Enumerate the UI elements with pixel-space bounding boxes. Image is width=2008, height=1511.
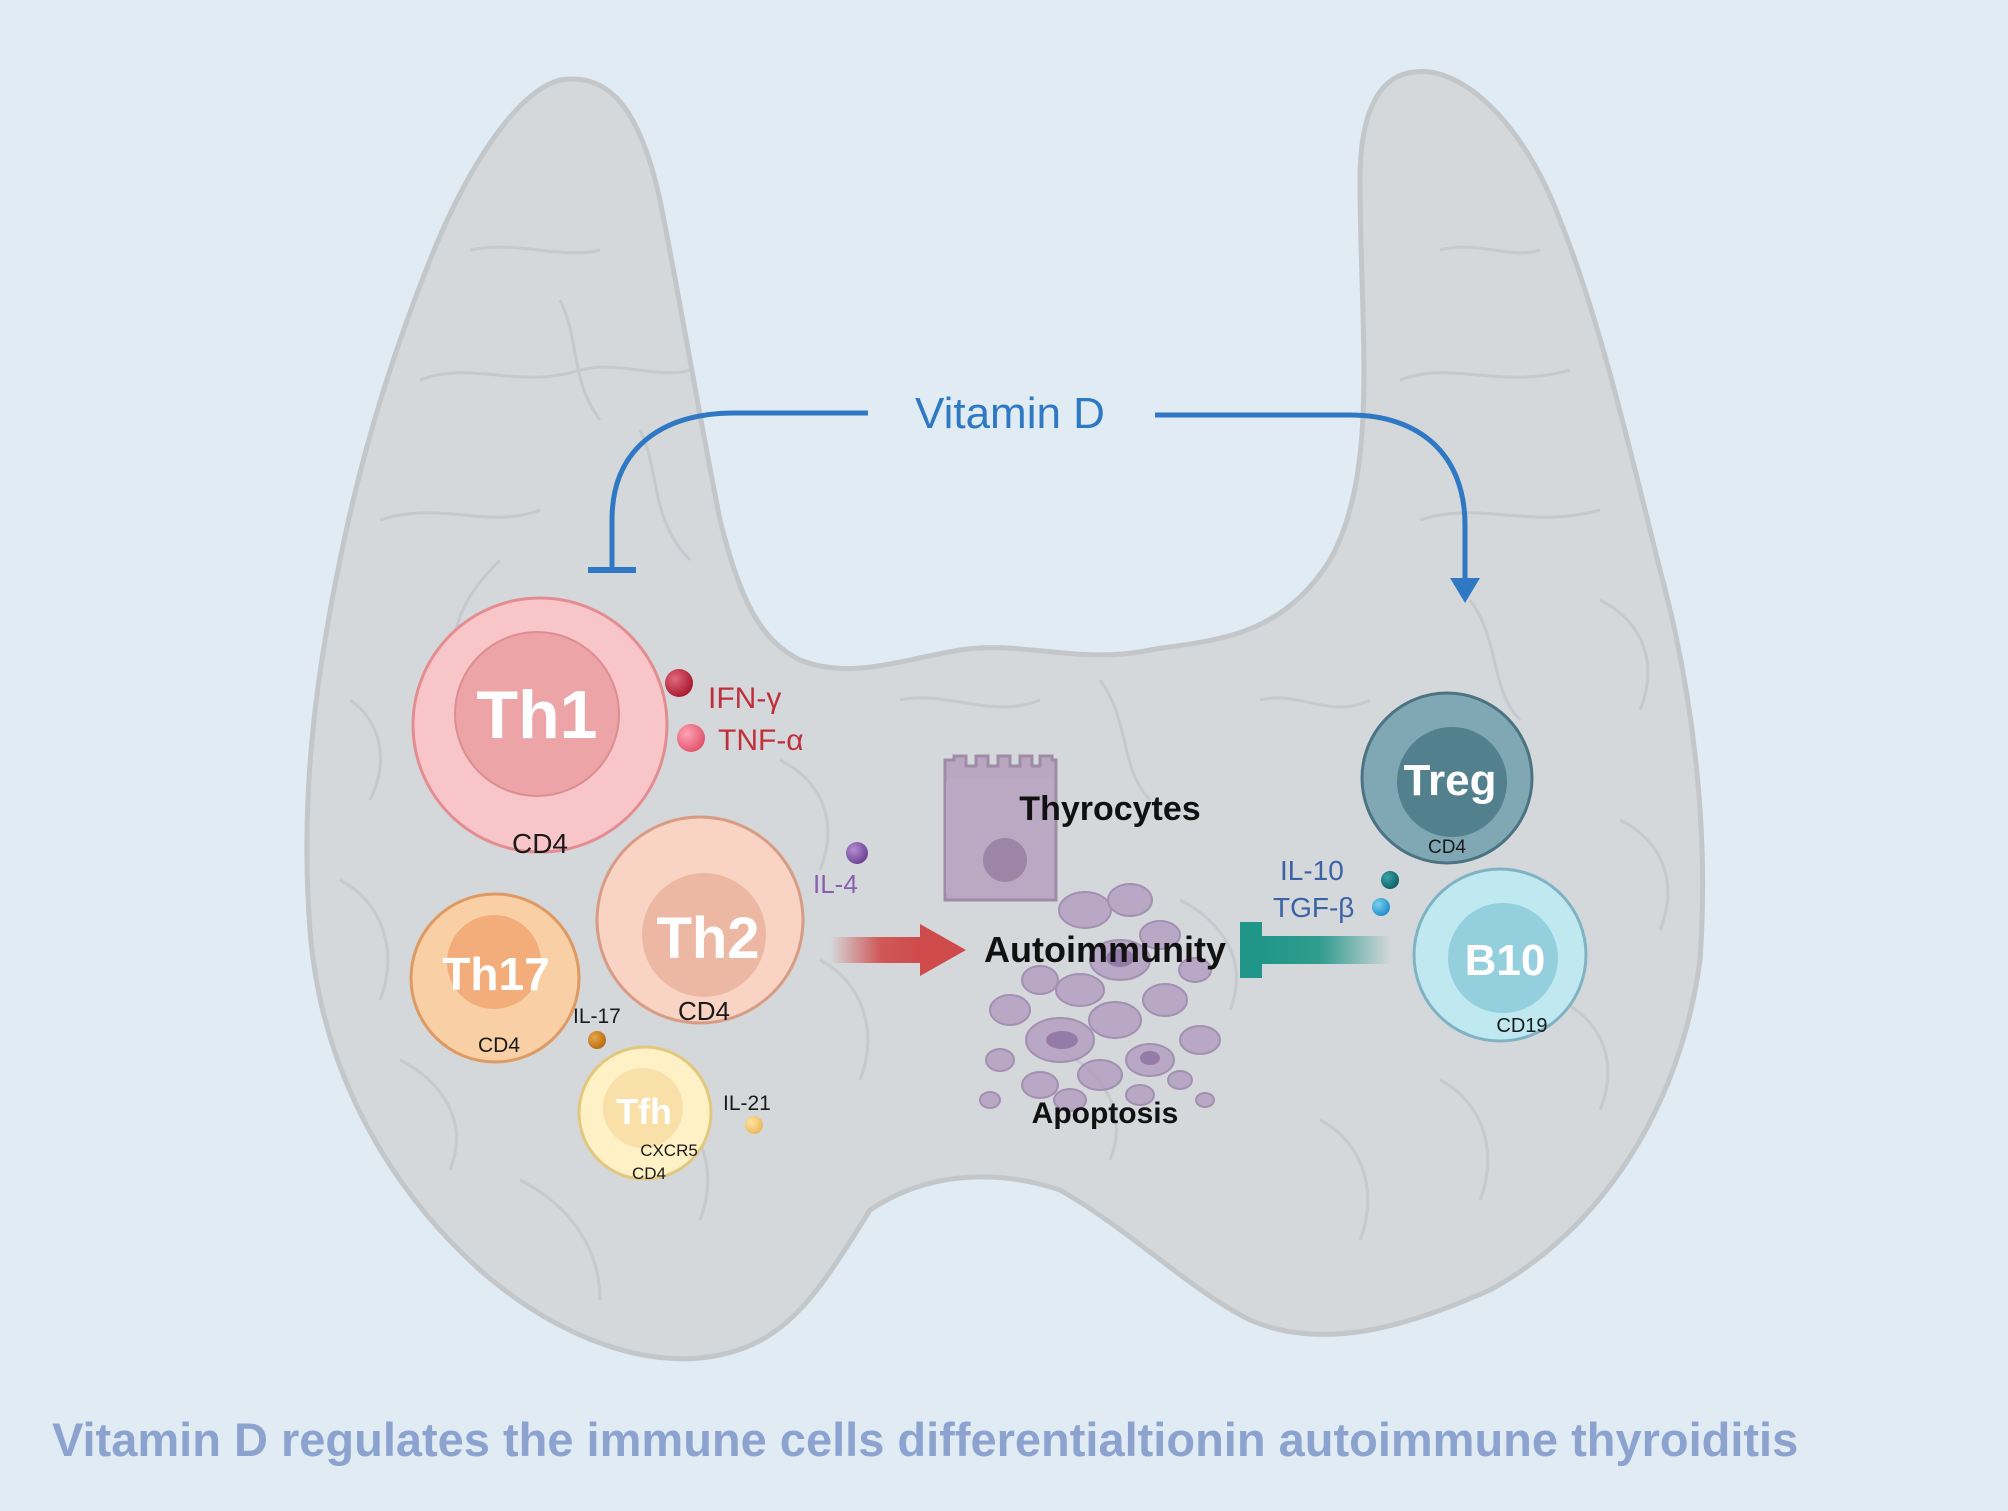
thyrocyte-cell — [943, 754, 1058, 902]
th17-cell: Th17 CD4 — [409, 892, 581, 1064]
il10-dot — [1381, 871, 1399, 889]
tfh-label: Tfh — [616, 1091, 672, 1132]
th17-label: Th17 — [442, 948, 549, 1000]
vitamin-d-inhibit-line — [609, 410, 868, 568]
th1-cell: Th1 CD4 — [411, 596, 669, 859]
th2-cell: Th2 CD4 — [595, 815, 805, 1026]
th2-label: Th2 — [656, 906, 759, 971]
tfh-cell: Tfh CXCR5 CD4 — [577, 1045, 713, 1183]
il4-dot — [846, 842, 868, 864]
tgf-beta-label: TGF-β — [1273, 892, 1354, 923]
ifn-gamma-label: IFN-γ — [708, 682, 781, 715]
tnf-alpha-dot — [677, 724, 705, 752]
b10-label: B10 — [1465, 936, 1546, 985]
apoptosis-dark-blobs — [1046, 949, 1160, 1065]
promote-autoimmunity-arrow — [830, 924, 966, 976]
treg-label: Treg — [1404, 756, 1497, 805]
treg-cell: Treg CD4 — [1360, 691, 1534, 865]
tnf-alpha-label: TNF-α — [718, 724, 804, 757]
autoimmunity-label: Autoimmunity — [984, 929, 1226, 970]
il21-dot — [745, 1116, 763, 1134]
il21-label: IL-21 — [723, 1092, 771, 1115]
inhibit-autoimmunity-arrow — [1240, 922, 1392, 978]
vitamin-d-arrows — [588, 410, 1480, 603]
thyroid-gland-shape — [304, 68, 1706, 1362]
th2-marker: CD4 — [678, 996, 730, 1026]
il17-label: IL-17 — [573, 1005, 621, 1028]
b10-marker: CD19 — [1496, 1015, 1547, 1037]
b10-cell: B10 CD19 — [1412, 867, 1588, 1043]
th1-label: Th1 — [477, 677, 598, 753]
vitamin-d-title: Vitamin D — [915, 389, 1105, 438]
th17-marker: CD4 — [478, 1034, 520, 1057]
figure-caption: Vitamin D regulates the immune cells dif… — [52, 1413, 1799, 1466]
apoptosis-label: Apoptosis — [1032, 1097, 1179, 1130]
tfh-marker-cxcr5: CXCR5 — [640, 1141, 698, 1160]
il17-dot — [588, 1031, 606, 1049]
th1-marker: CD4 — [512, 828, 568, 859]
tgf-beta-dot — [1372, 898, 1390, 916]
tfh-marker-cd4: CD4 — [632, 1164, 666, 1183]
thyrocytes-label: Thyrocytes — [1019, 790, 1200, 828]
apoptosis-cluster — [979, 883, 1221, 1112]
il4-label: IL-4 — [813, 869, 858, 899]
treg-marker: CD4 — [1428, 837, 1466, 858]
vitamin-d-arrowhead — [1450, 578, 1480, 603]
ifn-gamma-dot — [665, 669, 693, 697]
vitamin-d-promote-line — [1155, 412, 1468, 582]
il10-label: IL-10 — [1280, 855, 1344, 886]
